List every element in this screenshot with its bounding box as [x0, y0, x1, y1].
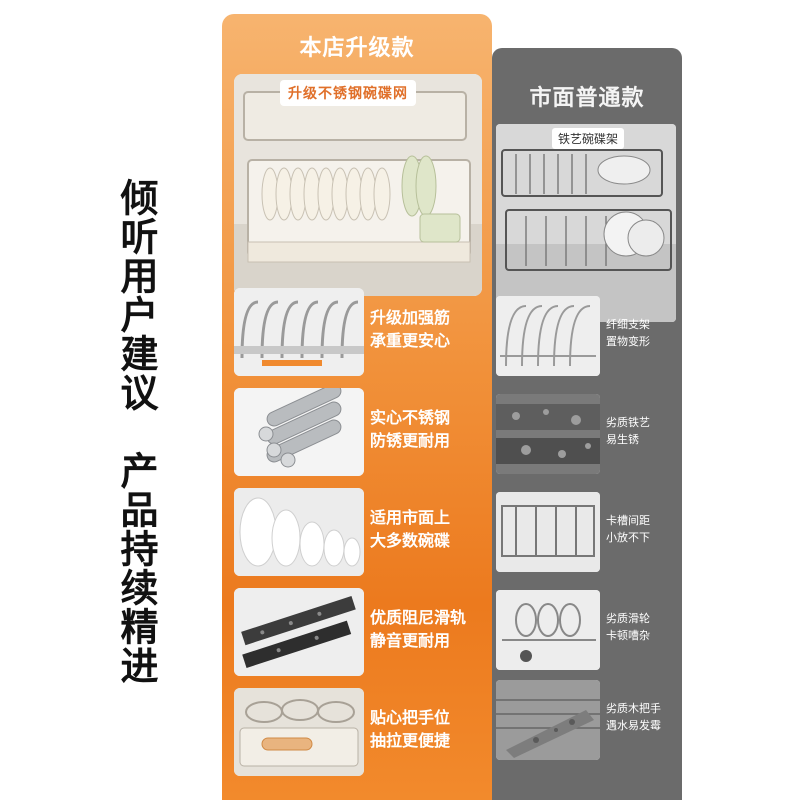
feature-text: 优质阻尼滑轨 — [370, 608, 467, 627]
feature-text: 纤细支架 — [606, 318, 650, 331]
slogan-gap — [114, 412, 158, 451]
slogan-char: 建 — [114, 334, 158, 373]
ordinary-column: 市面普通款 铁艺碗碟架 — [492, 48, 682, 800]
slogan-char: 品 — [114, 490, 158, 529]
ordinary-hero-label: 铁艺碗碟架 — [552, 128, 625, 149]
feature-text: 劣质木把手 — [606, 702, 661, 715]
ordinary-feature-1: 纤细支架置物变形 — [496, 296, 680, 376]
feature-text: 易生锈 — [606, 433, 639, 446]
upgraded-feature-3: 适用市面上大多数碗碟 — [234, 488, 482, 576]
reinforced-rib-icon — [234, 288, 364, 376]
bowls-icon — [234, 488, 364, 576]
slogan-char: 户 — [114, 295, 158, 334]
side-slogan: 倾听用户建议 产品持续精进 — [108, 178, 158, 685]
ordinary-title: 市面普通款 — [529, 86, 645, 111]
wood-handle-icon — [496, 680, 600, 760]
upgraded-title: 本店升级款 — [299, 36, 415, 61]
slogan-char: 精 — [114, 607, 158, 646]
slogan-char: 产 — [114, 451, 158, 490]
feature-text: 升级加强筋 — [370, 308, 451, 327]
feature-text: 小放不下 — [606, 531, 650, 544]
upgraded-feature-5: 贴心把手位抽拉更便捷 — [234, 688, 482, 776]
ordinary-hero-image: 铁艺碗碟架 — [496, 124, 676, 322]
handle-icon — [234, 688, 364, 776]
upgraded-feature-2: 实心不锈钢防锈更耐用 — [234, 388, 482, 476]
feature-text: 承重更安心 — [370, 331, 451, 350]
feature-text: 劣质铁艺 — [606, 416, 650, 429]
feature-text: 贴心把手位 — [370, 708, 451, 727]
ordinary-feature-5: 劣质木把手遇水易发霉 — [496, 680, 680, 760]
feature-text: 抽拉更便捷 — [370, 731, 451, 750]
slogan-char: 听 — [114, 217, 158, 256]
feature-text: 大多数碗碟 — [370, 531, 451, 550]
ordinary-feature-2: 劣质铁艺易生锈 — [496, 394, 680, 474]
upgraded-hero-image: 升级不锈钢碗碟网 — [234, 74, 482, 296]
wide-slot-icon — [496, 492, 600, 572]
feature-text: 防锈更耐用 — [370, 431, 451, 450]
feature-text: 静音更耐用 — [370, 631, 451, 650]
slogan-char: 议 — [114, 373, 158, 412]
slogan-char: 倾 — [114, 178, 158, 217]
upgraded-column: 本店升级款 升级不锈钢碗碟网 升级加强筋承重更安心 — [222, 14, 492, 800]
feature-text: 遇水易发霉 — [606, 719, 661, 732]
ordinary-feature-3: 卡槽间距小放不下 — [496, 492, 680, 572]
slogan-char: 续 — [114, 568, 158, 607]
feature-text: 实心不锈钢 — [370, 408, 451, 427]
feature-text: 卡槽间距 — [606, 514, 650, 527]
steel-rack-icon — [234, 74, 482, 296]
ordinary-feature-4: 劣质滑轮卡顿嘈杂 — [496, 590, 680, 670]
slogan-char: 持 — [114, 529, 158, 568]
feature-text: 卡顿嘈杂 — [606, 629, 650, 642]
slogan-char: 用 — [114, 256, 158, 295]
upgraded-feature-1: 升级加强筋承重更安心 — [234, 288, 482, 376]
rusty-iron-icon — [496, 394, 600, 474]
slogan-char: 进 — [114, 646, 158, 685]
steel-rod-icon — [234, 388, 364, 476]
thin-wire-icon — [496, 296, 600, 376]
feature-text: 适用市面上 — [370, 508, 451, 527]
upgraded-hero-label: 升级不锈钢碗碟网 — [280, 80, 416, 106]
iron-rack-icon — [496, 124, 676, 322]
feature-text: 置物变形 — [606, 335, 650, 348]
feature-text: 劣质滑轮 — [606, 612, 650, 625]
slide-rail-icon — [234, 588, 364, 676]
upgraded-feature-4: 优质阻尼滑轨静音更耐用 — [234, 588, 482, 676]
cheap-wheel-icon — [496, 590, 600, 670]
